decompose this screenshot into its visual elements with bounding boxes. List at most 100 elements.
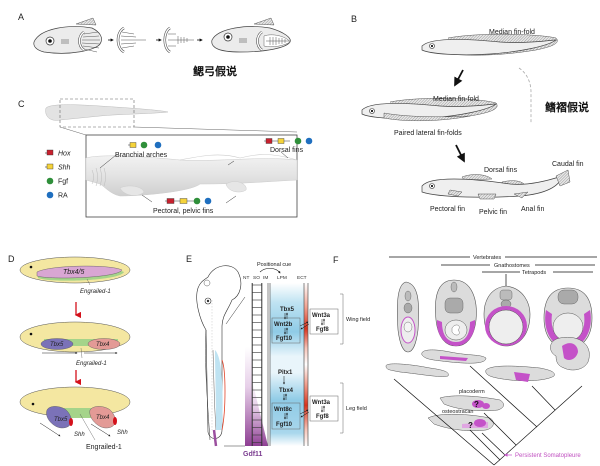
clade-vertebrates: Vertebrates (473, 255, 501, 261)
gene-fgf10-wing: Fgf10 (276, 336, 293, 342)
cross-section-2 (435, 279, 477, 347)
wing-gene-network: Tbx5 Wnt2b Fgf10 (271, 307, 310, 344)
panel-b-caption: 鳍褶假说 (545, 100, 589, 114)
legend-item-shh: Shh (45, 163, 71, 172)
column-lpm: LPM (277, 275, 287, 281)
panel-b-stage1-label: Median fin-fold (489, 29, 535, 36)
organism-placoderm: placoderm ? (439, 389, 504, 411)
embryo-thumbnail (45, 104, 169, 121)
legend-label-shh: Shh (58, 165, 71, 172)
clade-tetrapods: Tetrapods (522, 270, 546, 276)
panel-b-pectoral-label: Pectoral fin (430, 206, 465, 213)
wing-ect-network: Wnt3a Fgf8 (309, 308, 339, 335)
tbx5-label-stage-2: Tbx5 (50, 342, 64, 348)
cladogram (393, 365, 583, 466)
ra-dot-icon (204, 197, 212, 205)
shh-domain-left (69, 418, 73, 426)
panel-b-pelvic-label: Pelvic fin (479, 209, 507, 216)
panel-b-fish-stage-3 (421, 169, 571, 200)
panel-b-label: B (351, 14, 357, 24)
persistent-somatopleure-label: Persistent Somatopleure (515, 453, 581, 459)
unknown-mark-osteostracan: ? (468, 421, 473, 430)
panel-f-label: F (333, 255, 339, 265)
panel-a-label: A (18, 12, 24, 22)
wing-field-label: Wing field (346, 317, 370, 323)
gdf11-gradient-so (252, 380, 268, 446)
organism-tadpole (485, 365, 555, 382)
panel-d-label: D (8, 254, 15, 264)
legend-label-fgf: Fgf (58, 179, 68, 186)
shh-label-right: Shh (117, 430, 128, 436)
gene-tbx5: Tbx5 (280, 307, 295, 313)
panel-a-fish-ancestral (33, 17, 102, 54)
organism-embryo (550, 336, 590, 371)
fgf-dot-icon (294, 137, 302, 145)
panel-b-anal-label: Anal fin (521, 206, 544, 213)
panel-c-embryo-detail (85, 151, 298, 204)
gene-wnt3a-wing: Wnt3a (312, 313, 331, 319)
fgf-dot-icon (193, 197, 201, 205)
leg-gene-network: Pitx1 Tbx4 Wnt8c Fgf10 (271, 370, 310, 430)
tbx5-label-stage-3: Tbx5 (54, 417, 68, 423)
panel-b-stage2-bottom-label: Paired lateral fin-folds (394, 130, 462, 137)
shh-swatch-icon (277, 138, 285, 144)
clade-bars: Vertebrates Gnathostomes Tetrapods (389, 255, 597, 276)
clade-gnathostomes: Gnathostomes (494, 263, 530, 269)
panel-b-fish-stage-2 (361, 98, 498, 122)
gdf11-label: Gdf11 (243, 451, 263, 458)
column-im: IM (263, 275, 268, 281)
zoom-region-box (59, 98, 135, 128)
panel-e: E Gdf11 Positional cue NT SO IM LPM E (186, 254, 370, 458)
arrow-down-icon (455, 144, 465, 163)
hox-swatch-icon (46, 149, 54, 156)
shh-swatch-icon (46, 163, 54, 170)
organism-lamprey-larva (421, 349, 487, 364)
legend-label-ra: RA (58, 193, 68, 200)
legend-label-hox: Hox (58, 151, 71, 158)
positional-cue-label: Positional cue (257, 262, 291, 268)
panel-b-stage2-top-label: Median fin-fold (433, 96, 479, 103)
shh-swatch-icon (179, 198, 188, 204)
panel-e-label: E (186, 254, 192, 264)
paired-fins-label: Pectoral, pelvic fins (153, 208, 214, 215)
hox-swatch-icon (166, 198, 175, 204)
osteostracan-label: osteostracan (442, 409, 474, 415)
unknown-mark-placoderm: ? (474, 400, 479, 409)
column-so: SO (253, 275, 260, 281)
column-nt: NT (243, 275, 249, 281)
panel-a-caption: 鳃弓假说 (192, 64, 237, 78)
cross-section-1 (396, 281, 419, 353)
gene-wnt3a-leg: Wnt3a (312, 400, 331, 406)
panel-c-label: C (18, 99, 25, 109)
leg-ect-network: Wnt3a Fgf8 (309, 395, 339, 422)
gene-fgf10-leg: Fgf10 (276, 422, 293, 428)
organism-amphioxus (385, 363, 449, 377)
panel-c: C Hox Shh Fgf RA (18, 98, 313, 218)
gene-fgf8-leg: Fgf8 (316, 414, 329, 420)
chick-embryo-outline (196, 265, 242, 447)
engrailed-label-3: Engrailed-1 (86, 444, 122, 451)
dashed-arrow-icon (518, 67, 532, 124)
panel-b: B Median fin-fold 鳍褶假说 Median fin-fold P… (351, 14, 589, 216)
fgf-dot-icon (140, 141, 148, 149)
shh-label-left: Shh (74, 432, 85, 438)
panel-a-fish-derived (211, 17, 291, 53)
panel-a-gill-arch-stage-3 (163, 26, 194, 54)
legend-item-fgf: Fgf (46, 177, 68, 186)
cross-section-3 (483, 274, 531, 347)
gene-wnt2b: Wnt2b (274, 322, 293, 328)
engrailed-label-2: Engrailed-1 (76, 361, 107, 367)
tbx4-label-stage-3: Tbx4 (96, 415, 110, 421)
ra-dot-icon (154, 141, 162, 149)
panel-a-gill-arch-stage-2 (116, 26, 146, 54)
gdf11-gradient-nt (245, 347, 252, 446)
ra-dot-icon (305, 137, 313, 145)
placoderm-label: placoderm (459, 389, 485, 395)
organism-osteostracan: osteostracan ? (427, 409, 494, 431)
panel-d: D Tbx4/5 Engrailed-1 Tbx5 Tbx4 Engrailed… (8, 254, 131, 451)
panel-c-legend: Hox Shh Fgf RA (45, 149, 71, 200)
panel-e-column-headers: NT SO IM LPM ECT (243, 275, 307, 281)
dorsal-fin-icon (75, 17, 97, 26)
panel-d-stage-1: Tbx4/5 Engrailed-1 (19, 256, 131, 295)
